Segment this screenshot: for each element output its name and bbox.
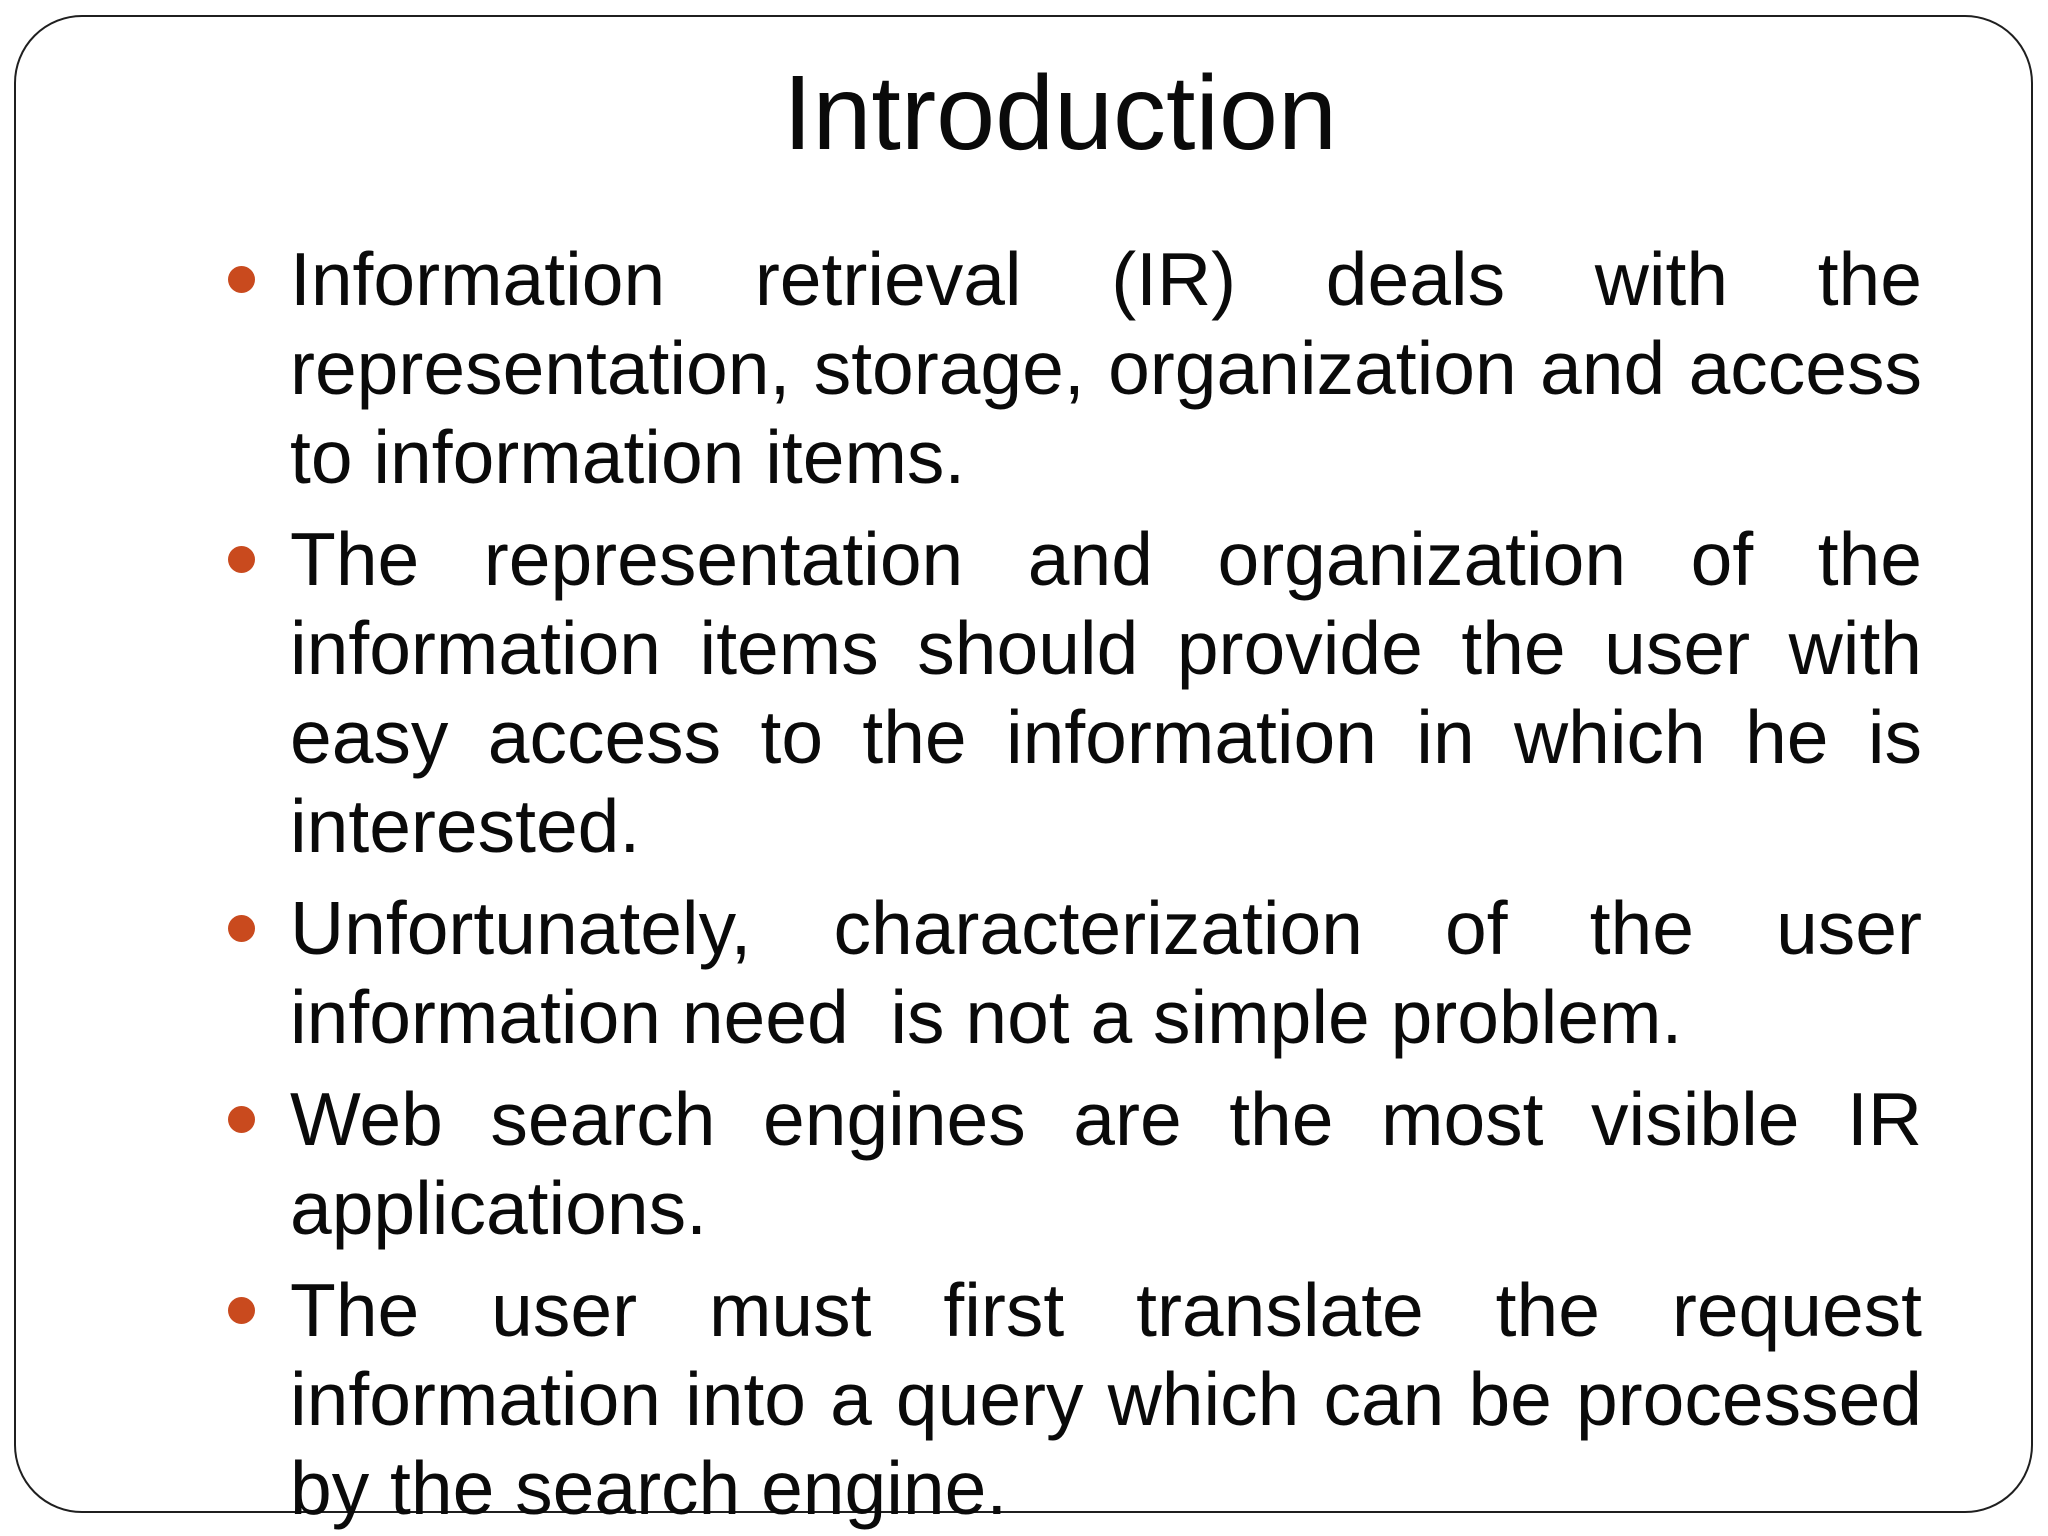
bullet-line: interested. — [290, 784, 641, 868]
bullet-item: Web search engines are the most visible … — [228, 1075, 1922, 1253]
bullet-marker-icon — [228, 915, 255, 942]
bullet-marker-icon — [228, 1106, 255, 1133]
bullet-line: information need is not a simple problem… — [290, 975, 1683, 1059]
bullet-marker-icon — [228, 546, 255, 573]
slide-title: Introduction — [783, 54, 1337, 172]
bullet-marker-icon — [228, 1297, 255, 1324]
bullet-item: Unfortunately, characterization of the u… — [228, 884, 1922, 1062]
bullet-list: Information retrieval (IR) deals with th… — [228, 235, 1922, 1533]
bullet-text: Information retrieval (IR) deals with th… — [290, 235, 1922, 502]
bullet-text: The user must first translate the reques… — [290, 1266, 1922, 1533]
bullet-line: Web search engines are the most visible … — [290, 1077, 1922, 1161]
bullet-text: The representation and organization of t… — [290, 515, 1922, 871]
bullet-line: to information items. — [290, 415, 966, 499]
bullet-marker-icon — [228, 266, 255, 293]
bullet-line: applications. — [290, 1166, 707, 1250]
bullet-line: Information retrieval (IR) deals with th… — [290, 237, 1922, 321]
bullet-text: Web search engines are the most visible … — [290, 1075, 1922, 1253]
bullet-line: Unfortunately, characterization of the u… — [290, 886, 1922, 970]
bullet-item: Information retrieval (IR) deals with th… — [228, 235, 1922, 502]
bullet-item: The representation and organization of t… — [228, 515, 1922, 871]
bullet-item: The user must first translate the reques… — [228, 1266, 1922, 1533]
bullet-line: information into a query which can be pr… — [290, 1357, 1922, 1441]
bullet-line: easy access to the information in which … — [290, 695, 1922, 779]
slide-border — [14, 15, 2033, 1513]
bullet-line: by the search engine. — [290, 1446, 1008, 1530]
bullet-line: The representation and organization of t… — [290, 517, 1922, 601]
bullet-line: information items should provide the use… — [290, 606, 1922, 690]
bullet-text: Unfortunately, characterization of the u… — [290, 884, 1922, 1062]
bullet-line: representation, storage, organization an… — [290, 326, 1922, 410]
bullet-line: The user must first translate the reques… — [290, 1268, 1922, 1352]
